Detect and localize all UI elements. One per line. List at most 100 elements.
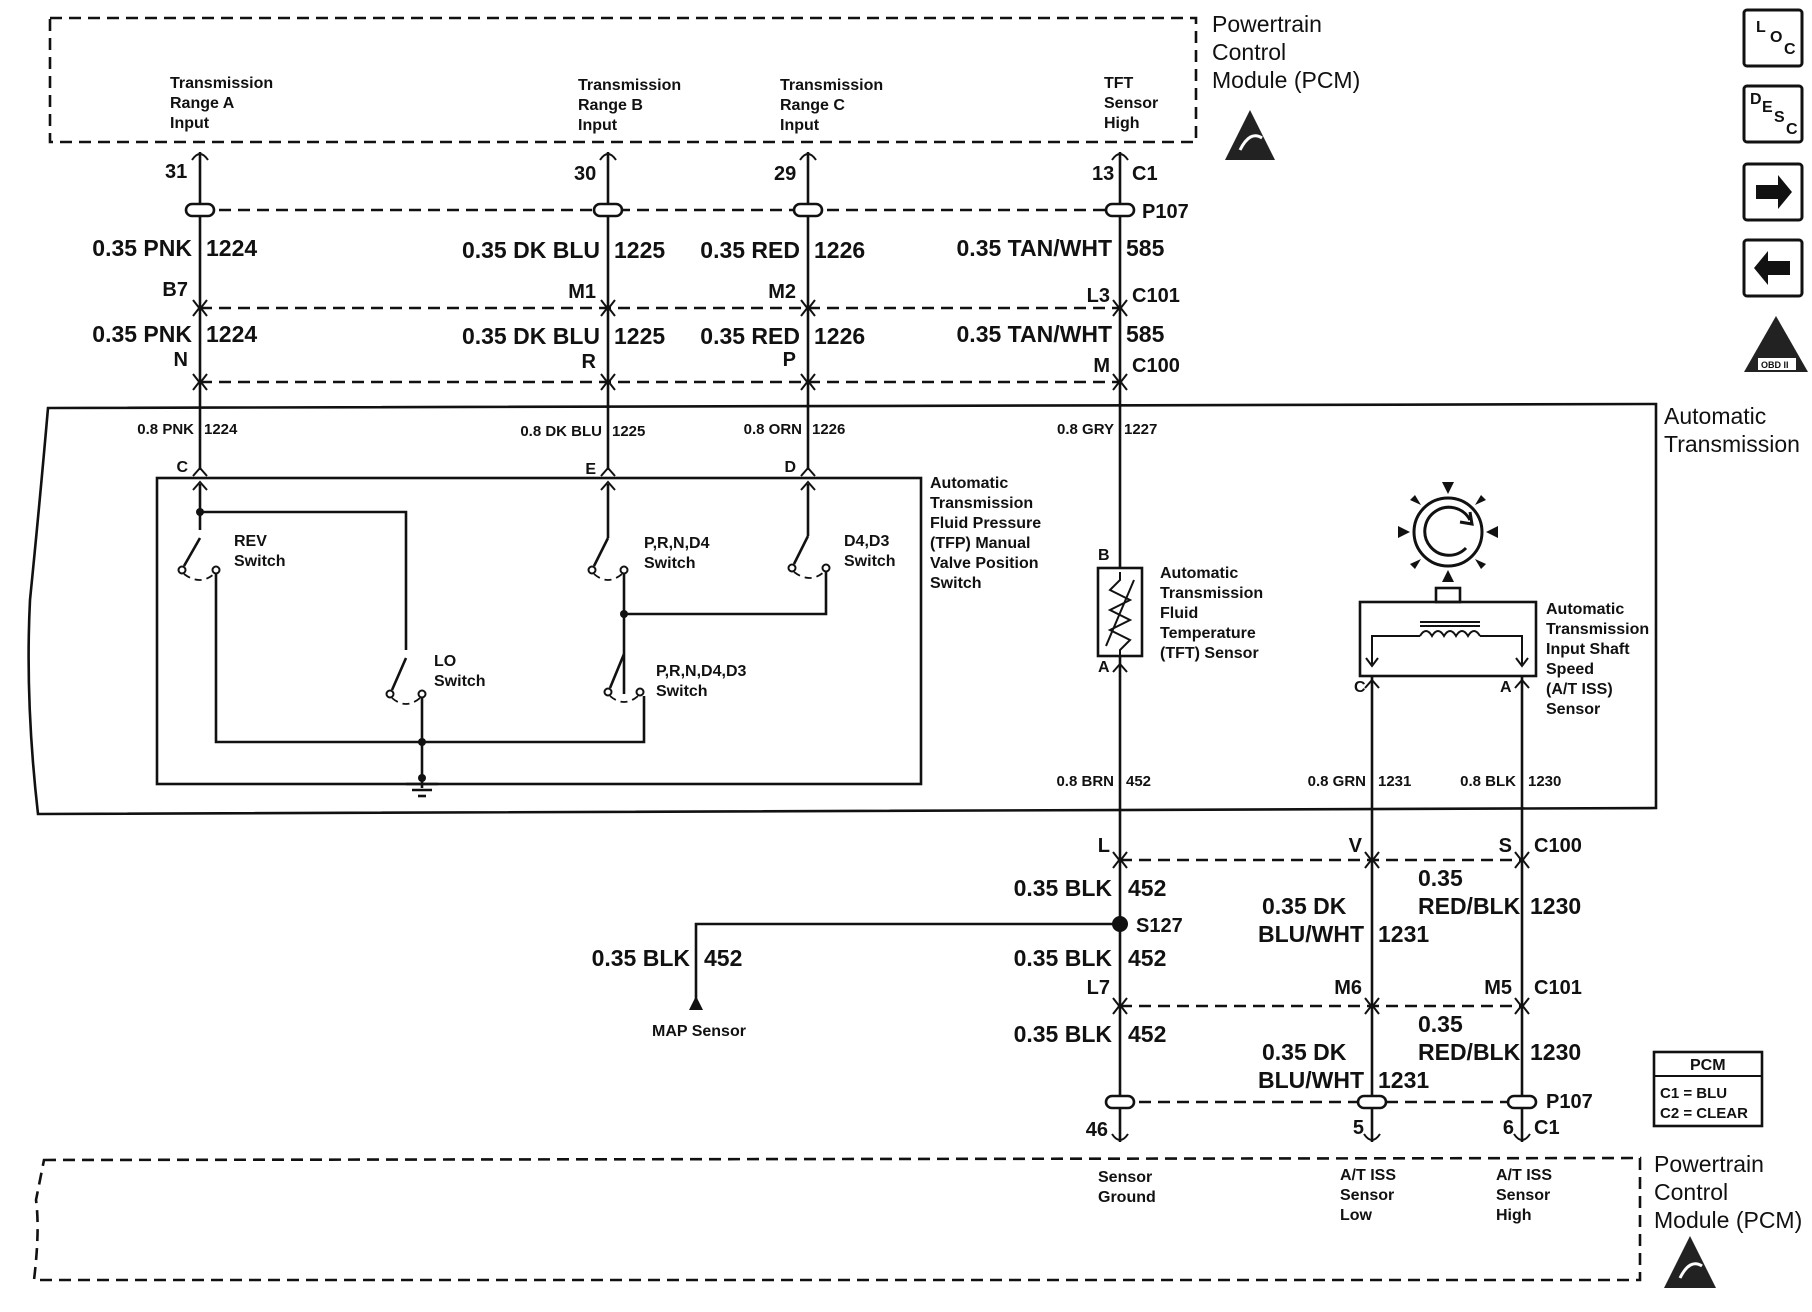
obd-ii-button[interactable]: OBD II	[1744, 316, 1808, 372]
svg-text:Input Shaft: Input Shaft	[1546, 641, 1630, 658]
gear-icon	[1398, 482, 1498, 582]
wire-b2-circuit: 1225	[614, 323, 665, 349]
wire-d1-circuit: 585	[1126, 235, 1165, 261]
bottom-redblk1-circuit: 1230	[1530, 893, 1581, 919]
pcm-legend-c2: C2 = CLEAR	[1660, 1105, 1748, 1122]
svg-text:0.35: 0.35	[1418, 865, 1463, 891]
bottom-input-low: A/T ISS Sensor Low	[1340, 1167, 1396, 1224]
left-arrow-icon	[1754, 251, 1790, 285]
svg-text:High: High	[1104, 115, 1140, 132]
tft-sensor-label: Automatic Transmission Fluid Temperature…	[1160, 565, 1263, 662]
svg-text:Range A: Range A	[170, 95, 235, 112]
thermistor-slash	[1105, 579, 1135, 647]
svg-text:0.35: 0.35	[1418, 1011, 1463, 1037]
svg-text:L: L	[1756, 19, 1766, 36]
pin-m1: M1	[568, 281, 596, 303]
connector-c1-bottom: C1	[1534, 1117, 1560, 1139]
svg-text:Speed: Speed	[1546, 661, 1594, 678]
svg-text:Sensor: Sensor	[1104, 95, 1158, 112]
pcm-legend: PCM C1 = BLU C2 = CLEAR	[1652, 1050, 1764, 1128]
trans-wire-c-circuit: 1226	[812, 421, 845, 438]
switch-internal-wiring	[177, 484, 831, 798]
description-button[interactable]: D E S C	[1742, 84, 1804, 144]
rev-switch-label: REV Switch	[234, 533, 286, 570]
svg-text:Input: Input	[578, 117, 618, 134]
svg-text:O: O	[1770, 29, 1782, 46]
wire-d2-color: 0.35 TAN/WHT	[957, 321, 1112, 347]
trans-wire-brn-color: 0.8 BRN	[1056, 773, 1114, 790]
svg-text:RED/BLK: RED/BLK	[1418, 1039, 1521, 1065]
connector-c1-top: C1	[1132, 163, 1158, 185]
iss-terminal-c	[1364, 678, 1380, 689]
bottom-input-high: A/T ISS Sensor High	[1496, 1167, 1552, 1224]
pin-m6: M6	[1334, 977, 1362, 999]
wire-a1-circuit: 1224	[206, 235, 257, 261]
svg-text:(TFP) Manual: (TFP) Manual	[930, 535, 1030, 552]
svg-text:Automatic: Automatic	[1546, 601, 1624, 618]
svg-text:0.35 DK: 0.35 DK	[1262, 893, 1347, 919]
switch-pin-c: C	[176, 459, 188, 476]
svg-text:TFT: TFT	[1104, 75, 1134, 92]
input-range-c: Transmission Range C Input	[780, 77, 883, 134]
transmission-box	[27, 402, 1658, 816]
transmission-title-1: Automatic	[1664, 403, 1766, 429]
iss-terminal-a	[1514, 678, 1530, 689]
trans-wire-d-color: 0.8 GRY	[1057, 421, 1114, 438]
svg-text:Valve Position: Valve Position	[930, 555, 1038, 572]
switch-terminals	[192, 466, 816, 491]
svg-text:BLU/WHT: BLU/WHT	[1258, 921, 1364, 947]
d4d3-switch-label: D4,D3 Switch	[844, 533, 896, 570]
bottom-map-circuit: 452	[704, 945, 742, 971]
svg-text:Sensor: Sensor	[1098, 1169, 1152, 1186]
svg-text:REV: REV	[234, 533, 267, 550]
svg-text:Transmission: Transmission	[578, 77, 681, 94]
trans-wire-b-circuit: 1225	[612, 423, 645, 440]
svg-text:Switch: Switch	[656, 683, 708, 700]
svg-text:Sensor: Sensor	[1340, 1187, 1394, 1204]
prnd4d3-switch-label: P,R,N,D4,D3 Switch	[656, 663, 747, 700]
pin-s: S	[1499, 835, 1512, 857]
trans-wire-blk-circuit: 1230	[1528, 773, 1561, 790]
pin-13: 13	[1092, 163, 1114, 185]
tfp-switch-label: Automatic Transmission Fluid Pressure (T…	[930, 475, 1041, 592]
svg-text:BLU/WHT: BLU/WHT	[1258, 1067, 1364, 1093]
wire-c2-circuit: 1226	[814, 323, 865, 349]
bottom-blk1-circuit: 452	[1128, 875, 1166, 901]
pin-m: M	[1093, 355, 1110, 377]
svg-text:High: High	[1496, 1207, 1532, 1224]
bottom-dkblu2-circuit: 1231	[1378, 1067, 1429, 1093]
connector-c100-bottom: C100	[1534, 835, 1582, 857]
back-button[interactable]	[1742, 238, 1804, 298]
pcm-legend-c1: C1 = BLU	[1660, 1085, 1727, 1102]
svg-text:P,R,N,D4: P,R,N,D4	[644, 535, 710, 552]
connector-c100-top: C100	[1132, 355, 1180, 377]
forward-button[interactable]	[1742, 162, 1804, 222]
svg-text:D: D	[1750, 91, 1762, 108]
trans-wire-b-color: 0.8 DK BLU	[520, 423, 602, 440]
bottom-dkblu1-color: 0.35 DK BLU/WHT	[1258, 893, 1364, 947]
connector-p107-top: P107	[1142, 201, 1189, 223]
bottom-pcm-forks	[1111, 1108, 1531, 1142]
svg-text:Transmission: Transmission	[1546, 621, 1649, 638]
trans-wire-a-color: 0.8 PNK	[137, 421, 194, 438]
iss-coil	[1365, 621, 1529, 668]
location-button[interactable]: L O C	[1742, 8, 1804, 68]
wire-c1-color: 0.35 RED	[700, 237, 800, 263]
bottom-blk2-color: 0.35 BLK	[1014, 945, 1113, 971]
pin-v: V	[1349, 835, 1363, 857]
input-range-b: Transmission Range B Input	[578, 77, 681, 134]
svg-text:C: C	[1786, 121, 1798, 138]
svg-text:A/T ISS: A/T ISS	[1496, 1167, 1552, 1184]
svg-text:Temperature: Temperature	[1160, 625, 1256, 642]
trans-wire-grn-color: 0.8 GRN	[1308, 773, 1366, 790]
pin-l: L	[1098, 835, 1110, 857]
svg-text:Transmission: Transmission	[170, 75, 273, 92]
pin-r: R	[582, 351, 597, 373]
svg-text:Range B: Range B	[578, 97, 643, 114]
c100-bottom-terminals	[1112, 851, 1530, 869]
obd-ii-label: OBD II	[1761, 360, 1789, 370]
prnd4-switch-label: P,R,N,D4 Switch	[644, 535, 710, 572]
svg-text:E: E	[1762, 99, 1773, 116]
